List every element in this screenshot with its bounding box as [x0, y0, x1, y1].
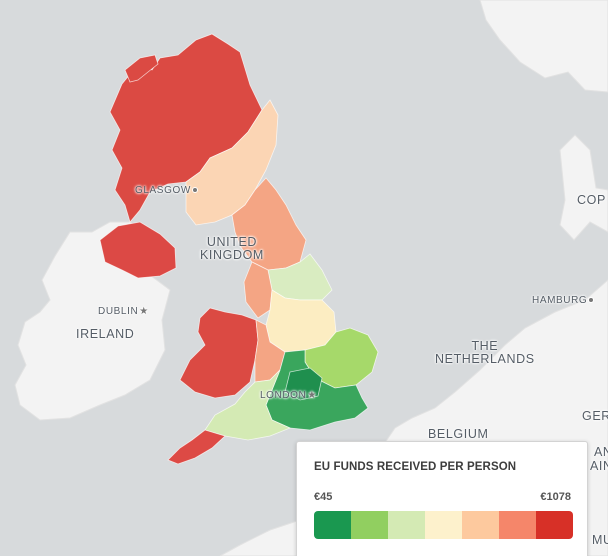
- region-north-england: [231, 177, 307, 271]
- legend-swatch-2: [351, 511, 388, 539]
- region-scotland-islands: [124, 54, 159, 83]
- country-label-germany-partial: GER: [582, 409, 608, 423]
- edge-label-partial-2: AIN: [590, 459, 608, 473]
- legend-swatch-6: [499, 511, 536, 539]
- city-label-london: LONDON★: [260, 390, 317, 401]
- edge-label-partial-3: MU: [592, 533, 608, 547]
- country-label-copenhagen-partial: COP: [577, 193, 606, 207]
- region-north-west: [243, 261, 273, 319]
- region-northern-ireland: [99, 221, 177, 279]
- legend-swatch-7: [536, 511, 573, 539]
- city-label-hamburg: HAMBURG: [532, 295, 595, 307]
- country-label-united-kingdom: UNITED KINGDOM: [200, 235, 264, 263]
- city-dot-icon: [588, 297, 595, 304]
- country-label-ireland: IRELAND: [76, 327, 135, 341]
- legend-swatch-4: [425, 511, 462, 539]
- scandinavia-land: [479, 0, 608, 93]
- edge-label-partial-1: AN: [594, 445, 608, 459]
- country-label-belgium: BELGIUM: [428, 427, 489, 441]
- region-london: [284, 367, 323, 401]
- region-scotland-south: [185, 99, 279, 226]
- legend-swatch-3: [388, 511, 425, 539]
- region-south-west: [204, 369, 292, 441]
- region-wales: [179, 307, 259, 399]
- denmark-land: [559, 134, 608, 241]
- legend-swatch-5: [462, 511, 499, 539]
- capital-star-icon: ★: [307, 390, 317, 401]
- city-dot-icon: [191, 187, 198, 194]
- legend-title: EU FUNDS RECEIVED PER PERSON: [314, 461, 517, 473]
- legend-panel: EU FUNDS RECEIVED PER PERSON €45 €1078: [296, 441, 588, 556]
- country-label-netherlands: THE NETHERLANDS: [435, 339, 535, 367]
- city-label-glasgow: GLASGOW: [135, 185, 198, 197]
- legend-swatch-1: [314, 511, 351, 539]
- capital-star-icon: ★: [139, 306, 149, 317]
- city-label-dublin: DUBLIN★: [98, 306, 149, 317]
- legend-color-scale: [314, 511, 573, 539]
- legend-max-label: €1078: [540, 491, 571, 503]
- region-cornwall: [167, 429, 226, 465]
- legend-min-label: €45: [314, 491, 333, 503]
